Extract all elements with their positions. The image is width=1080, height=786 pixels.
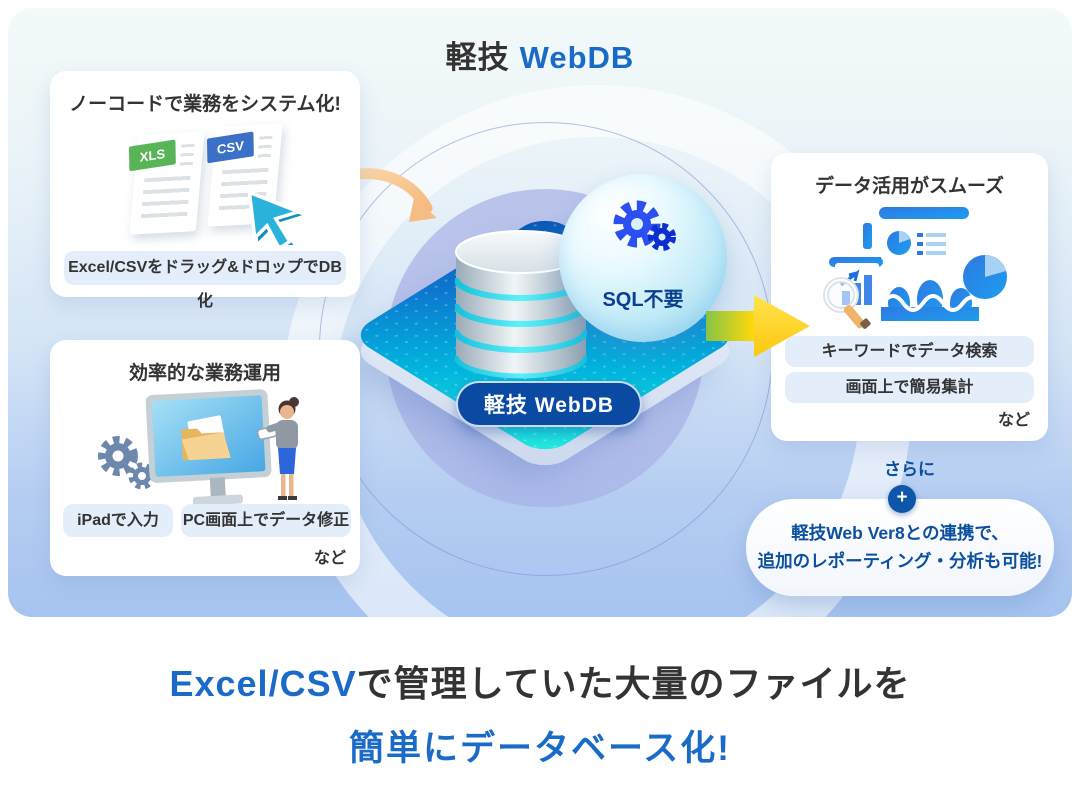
footer-line1-rest: で管理していた大量のファイルを bbox=[356, 663, 911, 704]
card-no-code-title: ノーコードで業務をシステム化! bbox=[69, 94, 341, 115]
addon-box: 軽技Web Ver8との連携で、 追加のレポーティング・分析も可能! bbox=[746, 499, 1054, 596]
sql-bubble: SQL不要 bbox=[559, 174, 727, 342]
gradient-panel: 軽技 WebDB bbox=[8, 8, 1072, 617]
database-icon bbox=[455, 230, 587, 379]
sql-caption: SQL不要 bbox=[602, 289, 684, 311]
footer-message: Excel/CSVで管理していた大量のファイルを 簡単にデータベース化! bbox=[0, 617, 1080, 786]
footer-line2: 簡単にデータベース化! bbox=[349, 729, 731, 768]
page-title-product: 軽技 bbox=[445, 40, 510, 75]
analytics-illustration bbox=[823, 207, 1007, 329]
xls-file-icon: XLS bbox=[128, 131, 205, 235]
cursor-icon bbox=[247, 189, 304, 245]
card-no-code: ノーコードで業務をシステム化! XLS CSV bbox=[50, 71, 360, 310]
csv-label: CSV bbox=[206, 131, 254, 164]
card-operation-pill-pc: PC画面上でデータ修正 bbox=[181, 504, 351, 537]
card-operation-title: 効率的な業務運用 bbox=[128, 363, 281, 384]
card-data-use: データ活用がスムーズ bbox=[771, 153, 1048, 441]
page-title: 軽技 WebDB bbox=[8, 32, 1072, 77]
page-title-suffix: WebDB bbox=[519, 40, 635, 75]
addon-lead: さらに bbox=[884, 460, 935, 479]
footer-line1: Excel/CSVで管理していた大量のファイルを bbox=[0, 655, 1080, 707]
card-operation-pill-ipad: iPadで入力 bbox=[63, 504, 173, 537]
addon-text-line2: 追加のレポーティング・分析も可能! bbox=[757, 550, 1043, 571]
card-data-use-pill-search: キーワードでデータ検索 bbox=[785, 336, 1034, 367]
gear-icon bbox=[613, 200, 676, 251]
card-operation: 効率的な業務運用 bbox=[50, 340, 360, 576]
footer-line1-highlight: Excel/CSV bbox=[169, 663, 357, 704]
right-arrow-icon bbox=[706, 295, 810, 357]
file-icons: XLS CSV bbox=[50, 71, 360, 297]
card-no-code-caption: Excel/CSVをドラッグ&ドロップでDB化 bbox=[64, 251, 346, 310]
card-operation-etc: など bbox=[313, 550, 346, 567]
card-data-use-etc: など bbox=[997, 412, 1030, 429]
plus-icon: + bbox=[888, 485, 916, 513]
addon-text-line1: 軽技Web Ver8との連携で、 bbox=[791, 523, 1009, 544]
xls-label: XLS bbox=[128, 139, 176, 172]
product-badge: 軽技 WebDB bbox=[455, 381, 643, 427]
card-data-use-title: データ活用がスムーズ bbox=[814, 176, 1005, 197]
workstation-illustration bbox=[98, 389, 299, 506]
card-data-use-pill-aggregate: 画面上で簡易集計 bbox=[785, 372, 1034, 403]
